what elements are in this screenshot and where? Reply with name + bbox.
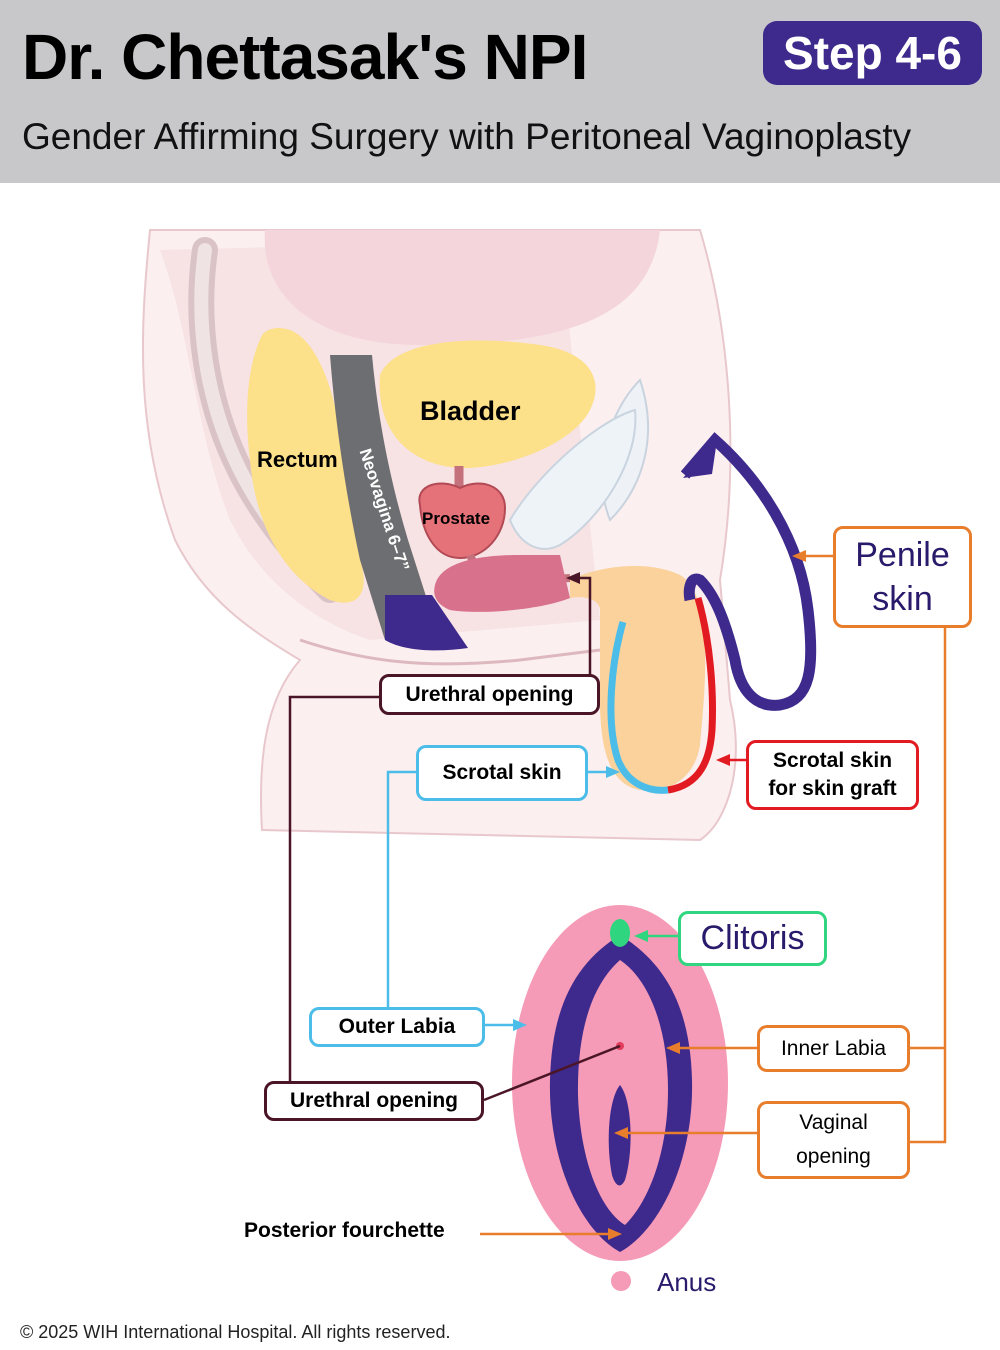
scrotal-skin-callout: Scrotal skin xyxy=(416,745,588,801)
scrotal-skin-line xyxy=(607,621,669,794)
urethral-opening-top-label: Urethral opening xyxy=(405,682,574,706)
outer-labia-label: Outer Labia xyxy=(338,1015,456,1038)
neovagina-entrance xyxy=(385,595,468,651)
scrotal-graft-label-line2: for skin graft xyxy=(768,777,897,800)
prostate-shape xyxy=(418,482,507,560)
rectum-shape xyxy=(247,327,364,603)
anus-label: Anus xyxy=(657,1267,717,1297)
vulva-frontal-view xyxy=(512,905,728,1291)
urethral-opening-bottom-callout: Urethral opening xyxy=(264,1081,484,1121)
inner-labia-label: Inner Labia xyxy=(780,1036,887,1060)
urethral-opening-bottom-label: Urethral opening xyxy=(289,1089,458,1112)
penile-skin-label-line1: Penile xyxy=(855,536,950,574)
vaginal-opening-callout: Vaginal opening xyxy=(757,1101,910,1179)
rectum-label: Rectum xyxy=(257,447,338,472)
anus-dot xyxy=(611,1271,631,1291)
scrotal-graft-line xyxy=(667,597,716,794)
copyright-notice: © 2025 WIH International Hospital. All r… xyxy=(20,1322,451,1342)
vaginal-opening-label-line2: opening xyxy=(796,1145,871,1168)
header-bar: Dr. Chettasak's NPI Step 4-6 Gender Affi… xyxy=(0,0,1000,183)
penile-bulb-shape xyxy=(434,555,570,612)
bladder-shape xyxy=(379,340,596,469)
penile-skin-label-line2: skin xyxy=(872,580,933,618)
neovagina-canal xyxy=(330,355,440,644)
step-badge: Step 4-6 xyxy=(763,21,982,85)
arrowheads xyxy=(513,550,806,1240)
vaginal-opening-label-line1: Vaginal xyxy=(799,1111,868,1134)
penile-skin-line xyxy=(680,432,817,711)
scrotal-graft-label-line1: Scrotal skin xyxy=(772,749,893,772)
scrotal-graft-callout: Scrotal skin for skin graft xyxy=(746,740,919,810)
page-subtitle: Gender Affirming Surgery with Peritoneal… xyxy=(22,116,912,157)
clitoris-shape xyxy=(610,919,630,947)
urethral-opening-top-callout: Urethral opening xyxy=(379,674,600,715)
bladder-label: Bladder xyxy=(420,396,521,426)
clitoris-label: Clitoris xyxy=(700,919,805,957)
prostate-label: Prostate xyxy=(422,509,491,528)
clitoris-callout: Clitoris xyxy=(678,911,827,966)
inner-labia-callout: Inner Labia xyxy=(757,1025,910,1072)
posterior-fourchette-label: Posterior fourchette xyxy=(244,1219,445,1242)
page-title: Dr. Chettasak's NPI xyxy=(22,21,588,93)
outer-labia-callout: Outer Labia xyxy=(309,1007,485,1047)
scrotal-skin-label: Scrotal skin xyxy=(442,761,562,784)
leader-lines xyxy=(288,554,947,1236)
penile-skin-callout: Penile skin xyxy=(833,526,972,628)
scrotal-mass xyxy=(570,565,706,791)
